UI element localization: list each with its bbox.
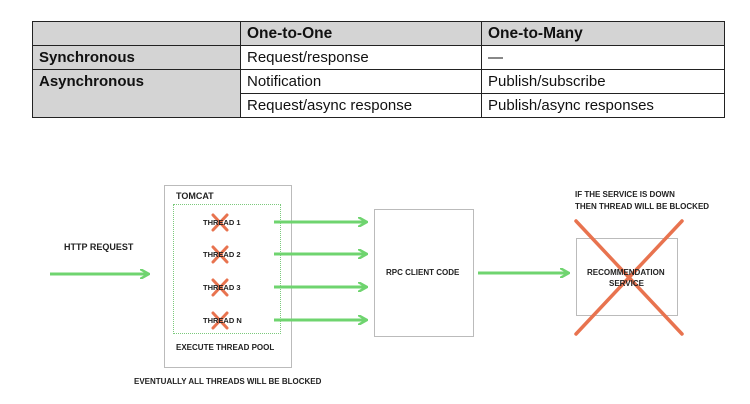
rpc-client-box [374, 209, 474, 337]
service-down-note-line2: THEN THREAD WILL BE BLOCKED [575, 202, 710, 211]
table-row: Synchronous Request/response — [32, 45, 725, 70]
recommendation-service-box [576, 238, 678, 316]
rpc-client-label: RPC CLIENT CODE [386, 268, 460, 277]
thread-label: THREAD N [203, 316, 242, 325]
table-cell: Publish/subscribe [481, 69, 725, 94]
table-row: Request/async response Publish/async res… [32, 93, 725, 118]
header-cell-empty [32, 21, 241, 46]
row-header-asynchronous: Asynchronous [32, 69, 241, 94]
table-row: Asynchronous Notification Publish/subscr… [32, 69, 725, 94]
service-down-cross-icon [574, 219, 684, 336]
service-label-line2: SERVICE [609, 279, 644, 288]
http-request-label: HTTP REQUEST [64, 242, 134, 252]
service-down-note-line1: IF THE SERVICE IS DOWN [575, 190, 675, 199]
messaging-style-table: One-to-One One-to-Many Synchronous Reque… [32, 21, 725, 118]
thread-pool-label: EXECUTE THREAD POOL [176, 343, 275, 352]
row-header-empty [32, 93, 241, 118]
table-cell: Request/response [240, 45, 482, 70]
thread-label: THREAD 2 [203, 250, 241, 259]
table-cell: Notification [240, 69, 482, 94]
thread-label: THREAD 1 [203, 218, 241, 227]
thread-label: THREAD 3 [203, 283, 241, 292]
row-header-synchronous: Synchronous [32, 45, 241, 70]
header-cell-one-to-many: One-to-Many [481, 21, 725, 46]
thread-cross-icons [211, 213, 229, 330]
thread-arrows [274, 222, 366, 320]
tomcat-label: TOMCAT [176, 191, 214, 201]
footer-note: EVENTUALLY ALL THREADS WILL BE BLOCKED [134, 377, 322, 386]
service-label-line1: RECOMMENDATION [587, 268, 665, 277]
tomcat-box [164, 185, 292, 368]
table-cell: Publish/async responses [481, 93, 725, 118]
thread-pool-box [173, 204, 281, 334]
